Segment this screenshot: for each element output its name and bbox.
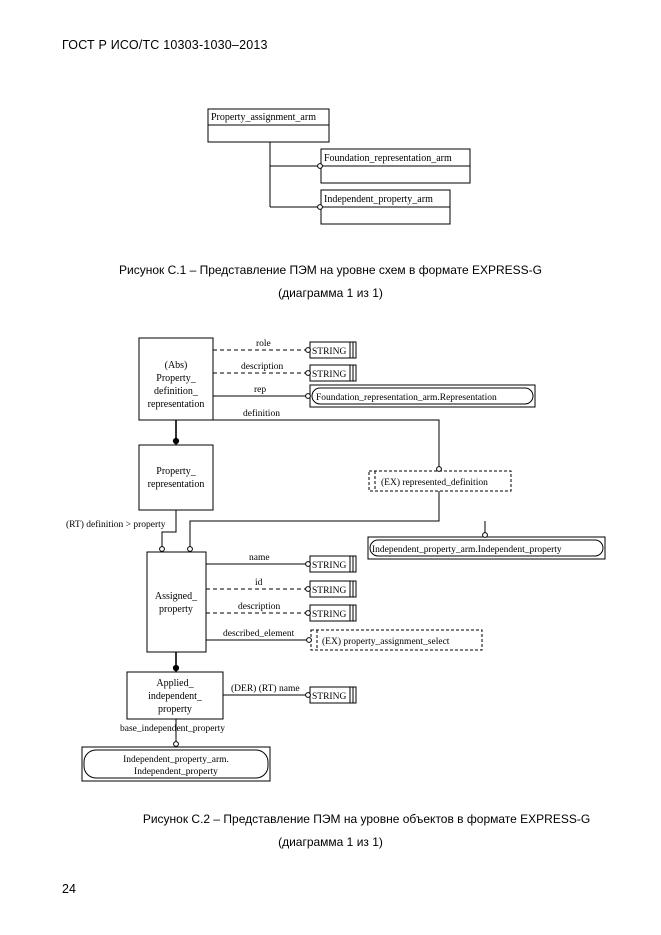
entity-aip-line1: Applied_ <box>156 678 194 689</box>
attr-rt-definition: (RT) definition > property <box>66 519 166 530</box>
entity-pr-line1: Property_ <box>156 466 196 477</box>
entity-aip-line2: independent_ <box>148 691 203 702</box>
attr-description: description <box>241 362 283 372</box>
select-label-property-assignment-select: (EX) property_assignment_select <box>322 636 450 647</box>
attr-role: role <box>256 339 271 349</box>
entity-ap-line2: property <box>159 604 193 615</box>
entity-pr-line2: representation <box>148 479 205 490</box>
figure1-diagram <box>207 108 471 225</box>
schema-label-property-assignment: Property_assignment_arm <box>211 112 316 123</box>
string-label-description: STRING <box>312 370 346 380</box>
page-number: 24 <box>62 882 76 896</box>
string-label-ap-description: STRING <box>312 610 346 620</box>
figure1-caption-line1: Рисунок С.1 – Представление ПЭМ на уровн… <box>118 263 542 277</box>
schema-label-foundation-representation: Foundation_representation_arm <box>324 153 452 164</box>
attr-definition: definition <box>243 408 280 419</box>
figure2-caption-line2: (диаграмма 1 из 1) <box>278 835 383 849</box>
figure2-caption-line1: Рисунок С.2 – Представление ПЭМ на уровн… <box>142 812 591 826</box>
schema-label-independent-property: Independent_property_arm <box>324 194 433 205</box>
attr-name: name <box>249 553 270 563</box>
attr-described-element: described_element <box>223 629 295 639</box>
attr-base-independent-property: base_independent_property <box>120 724 225 734</box>
string-label-name: STRING <box>312 561 346 571</box>
string-label-role: STRING <box>312 347 346 357</box>
document-header: ГОСТ Р ИСО/ТС 10303-1030–2013 <box>62 38 268 52</box>
ref-entity-base-independent-property <box>81 746 271 782</box>
select-label-represented-definition: (EX) represented_definition <box>381 477 488 488</box>
entity-assigned-property <box>146 551 207 653</box>
entity-pdr-line2: Property_ <box>156 373 196 384</box>
figure1-caption-line2: (диаграмма 1 из 1) <box>278 286 383 300</box>
string-label-id: STRING <box>312 586 346 596</box>
entity-aip-line3: property <box>158 704 192 715</box>
entity-ap-line1: Assigned_ <box>155 591 198 602</box>
attr-id: id <box>255 578 263 588</box>
entity-pdr-line4: representation <box>148 399 205 410</box>
entity-pdr-line1: (Abs) <box>165 360 188 371</box>
attr-rep: rep <box>254 385 266 395</box>
entity-property-representation <box>138 444 214 511</box>
ref-label-base-ip-line2: Independent_property <box>134 767 218 777</box>
entity-pdr-line3: definition_ <box>154 386 199 397</box>
attr-der-rt-name: (DER) (RT) name <box>231 683 300 694</box>
ref-label-foundation-representation: Foundation_representation_arm.Representa… <box>316 393 497 403</box>
ref-label-independent-property: Independent_property_arm.Independent_pro… <box>372 545 562 555</box>
string-label-der-name: STRING <box>312 692 346 702</box>
attr-ap-description: description <box>238 602 280 612</box>
ref-label-base-ip-line1: Independent_property_arm. <box>123 755 229 765</box>
